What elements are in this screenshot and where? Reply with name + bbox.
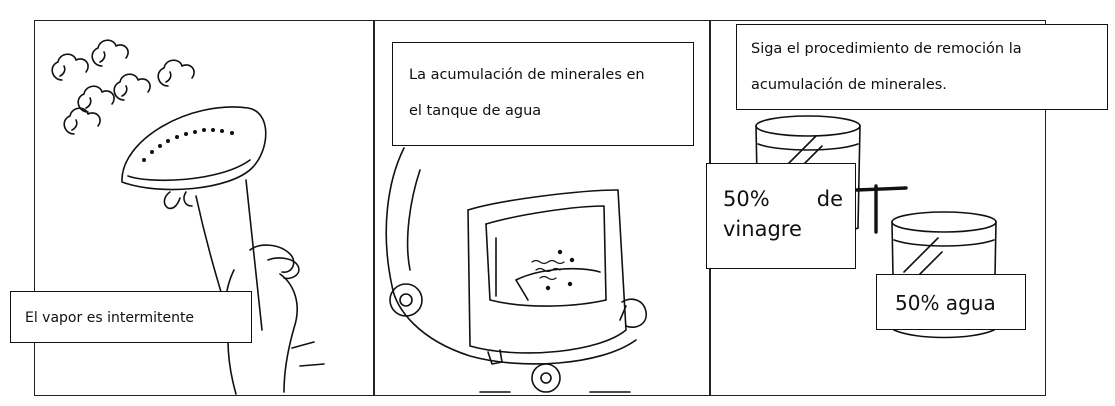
water-callout: 50% agua	[876, 274, 1026, 330]
steam-cloud-icon	[157, 59, 195, 87]
vinegar-percent: 50%	[723, 187, 770, 211]
vinegar-callout: 50% de vinagre	[706, 163, 856, 269]
caption-line: el tanque de agua	[409, 103, 542, 119]
caption-steam-intermittent: El vapor es intermitente	[10, 291, 252, 343]
water-text: 50% agua	[895, 291, 996, 315]
caption-cleaning-procedure: Siga el procedimiento de remoción la acu…	[736, 24, 1108, 110]
garment-steamer-icon	[121, 106, 325, 395]
caption-line: acumulación de minerales.	[751, 77, 947, 93]
caption-line: La acumulación de minerales en	[409, 67, 645, 83]
caption-text: El vapor es intermitente	[25, 310, 195, 326]
steam-cloud-icon	[91, 39, 129, 67]
caption-line: Siga el procedimiento de remoción la	[751, 41, 1022, 57]
vinegar-de: de	[816, 187, 843, 211]
steam-cloud-icon	[63, 107, 101, 135]
mineral-deposit	[531, 249, 575, 291]
steam-cloud-icon	[51, 53, 89, 81]
vinegar-word: vinagre	[723, 217, 802, 241]
steam-cloud-icon	[113, 73, 151, 101]
vinegar-callout-line1: 50% de	[723, 184, 843, 214]
plus-icon	[854, 184, 908, 234]
panel-steam-intermittent	[34, 20, 374, 396]
caption-mineral-buildup: La acumulación de minerales en el tanque…	[392, 42, 694, 146]
water-tank-icon	[385, 147, 647, 393]
steam-cloud-icon	[77, 85, 115, 113]
